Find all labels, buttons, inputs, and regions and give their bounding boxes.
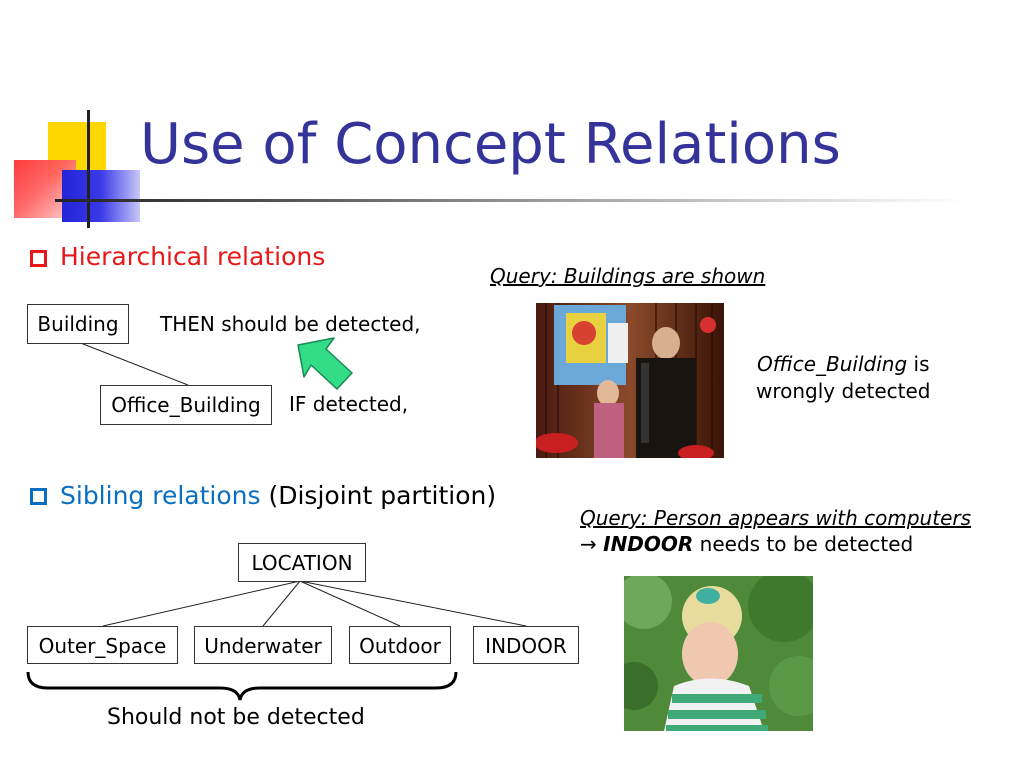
indoor-box: INDOOR xyxy=(473,626,579,664)
result-emphasis: Office_Building xyxy=(757,352,908,376)
decor-blue-square xyxy=(62,170,140,222)
sibling-edge xyxy=(102,580,301,627)
query-result-photo-girl xyxy=(624,576,813,731)
underwater-box: Underwater xyxy=(194,626,332,664)
sibling-edge xyxy=(262,580,301,627)
building-box: Building xyxy=(27,304,129,344)
result-rest: is xyxy=(907,352,930,376)
sibling-edge xyxy=(299,580,527,627)
green-arrow-icon xyxy=(297,337,353,390)
indoor-emphasis: INDOOR xyxy=(603,532,694,556)
if-text: IF detected, xyxy=(289,392,409,416)
bullet-square-icon xyxy=(30,250,47,267)
query-result-photo-stage xyxy=(536,303,724,458)
sibling-heading-main: Sibling relations xyxy=(60,481,261,510)
bullet-square-icon xyxy=(30,488,47,505)
sibling-heading-extra: (Disjoint partition) xyxy=(268,481,497,510)
decor-vertical-line xyxy=(87,110,90,228)
hierarchy-edge xyxy=(77,341,189,386)
indoor-needed-line: → INDOOR needs to be detected xyxy=(580,532,913,556)
outer-space-box: Outer_Space xyxy=(27,626,178,664)
hierarchical-heading: Hierarchical relations xyxy=(60,242,326,271)
sibling-edge xyxy=(299,580,401,627)
title-underline xyxy=(55,199,965,202)
stage-photo-image xyxy=(536,303,724,458)
then-text: THEN should be detected, xyxy=(160,312,421,336)
query-person-computers: Query: Person appears with computers xyxy=(580,506,972,530)
brace-icon xyxy=(26,671,458,701)
needs-rest: needs to be detected xyxy=(693,532,914,556)
office-building-result-line1: Office_Building is xyxy=(757,352,930,376)
office-building-box: Office_Building xyxy=(100,385,272,425)
office-building-result-line2: wrongly detected xyxy=(756,379,931,403)
slide-title: Use of Concept Relations xyxy=(140,112,841,177)
girl-photo-image xyxy=(624,576,813,731)
query-buildings: Query: Buildings are shown xyxy=(490,264,766,288)
sibling-heading: Sibling relations (Disjoint partition) xyxy=(60,481,496,510)
arrow-right-icon: → xyxy=(580,532,597,556)
outdoor-box: Outdoor xyxy=(349,626,451,664)
location-box: LOCATION xyxy=(238,543,366,582)
brace-label: Should not be detected xyxy=(107,705,365,730)
